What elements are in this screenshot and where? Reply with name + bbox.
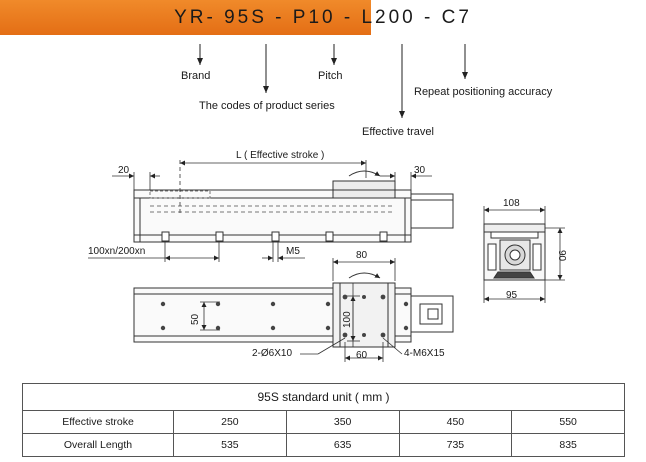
dim-20: 20 <box>118 165 130 176</box>
callout-series: The codes of product series <box>199 100 335 112</box>
dim-90: 90 <box>556 250 567 262</box>
side-view <box>133 170 454 243</box>
side-view-dimensions <box>88 160 432 262</box>
dowel-holes-label: 2-Ø6X10 <box>252 348 293 359</box>
row-label-overall-length: Overall Length <box>22 433 174 457</box>
end-view <box>483 223 546 281</box>
table-cell: 350 <box>285 410 400 434</box>
dim-effective-stroke: L ( Effective stroke ) <box>236 150 325 161</box>
table-cell: 450 <box>398 410 513 434</box>
callout-travel: Effective travel <box>362 126 434 138</box>
table-row: Effective stroke 250 350 450 550 <box>22 410 625 434</box>
spec-table: 95S standard unit ( mm ) Effective strok… <box>22 383 625 457</box>
model-code-banner: YR- 95S - P10 - L200 - C7 <box>0 0 469 35</box>
dim-108: 108 <box>503 198 520 209</box>
end-view-dimensions <box>483 206 565 303</box>
dim-95: 95 <box>506 290 518 301</box>
callout-brand: Brand <box>181 70 211 82</box>
screw-holes-label: 4-M6X15 <box>404 348 445 359</box>
callout-arrows <box>197 44 468 118</box>
table-cell: 550 <box>511 410 625 434</box>
dim-60: 60 <box>356 350 368 361</box>
table-row: Overall Length 535 635 735 835 <box>22 433 625 457</box>
table-caption: 95S standard unit ( mm ) <box>22 383 625 411</box>
table-cell: 250 <box>173 410 287 434</box>
dim-100: 100 <box>342 311 353 328</box>
dim-50: 50 <box>190 313 201 325</box>
table-cell: 635 <box>285 433 400 457</box>
table-cell: 535 <box>173 433 287 457</box>
top-view-dimensions <box>200 258 403 362</box>
table-cell: 835 <box>511 433 625 457</box>
callout-pitch: Pitch <box>318 70 343 82</box>
dim-m5: M5 <box>286 246 300 257</box>
dim-hole-spacing: 100xn/200xn <box>88 246 146 257</box>
top-view <box>133 272 454 348</box>
dim-80: 80 <box>356 250 368 261</box>
callout-accuracy: Repeat positioning accuracy <box>414 86 553 98</box>
top-view-holes <box>160 294 409 338</box>
dim-30: 30 <box>414 165 426 176</box>
row-label-effective-stroke: Effective stroke <box>22 410 174 434</box>
table-cell: 735 <box>398 433 513 457</box>
